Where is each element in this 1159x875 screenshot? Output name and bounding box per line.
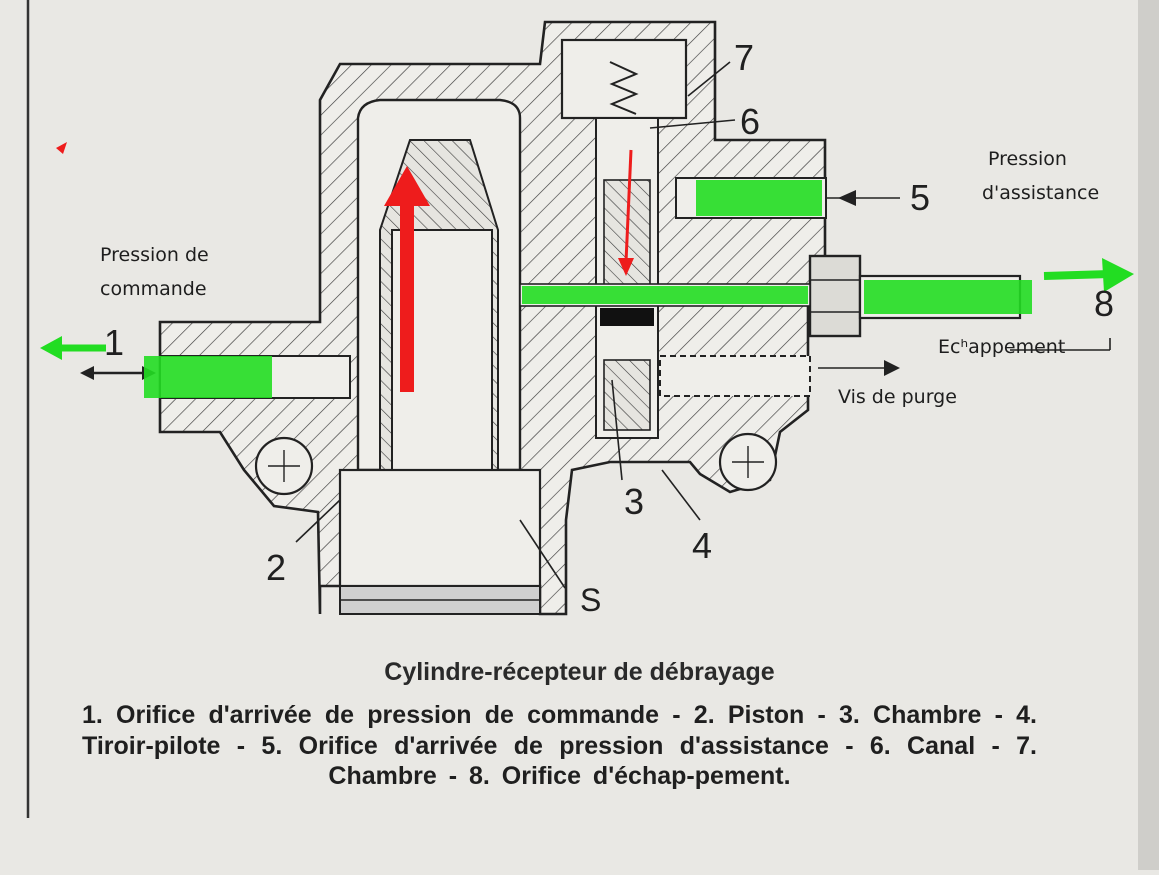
green-arrow-right: [1043, 258, 1134, 292]
callout-8: 8: [1094, 283, 1115, 324]
highlight-channel: [522, 286, 808, 304]
spool-block: [600, 308, 654, 326]
exhaust-nut: [808, 254, 862, 338]
mount-hole-left: [254, 436, 314, 496]
callout-4: 4: [692, 525, 713, 566]
purge-arrow: [884, 360, 900, 376]
callout-1: 1: [104, 322, 125, 363]
label-pression-commande-1: Pression de: [100, 244, 209, 266]
purge-bore: [659, 355, 811, 397]
callout-7: 7: [734, 37, 755, 78]
green-arrow-left: [40, 336, 106, 360]
pilot-valve-lower: [603, 359, 651, 431]
label-s: S: [580, 582, 602, 618]
label-pression-commande-2: commande: [100, 278, 207, 300]
figure-caption: 1. Orifice d'arrivée de pression de comm…: [82, 701, 1037, 790]
label-pression-assistance-1: Pression: [988, 148, 1067, 170]
highlight-assist: [696, 180, 822, 216]
red-marker: [56, 142, 67, 154]
callout-2: 2: [266, 547, 287, 588]
red-arrow-piston: [384, 166, 430, 392]
leader-lines: [295, 61, 1111, 589]
piston-stem: [391, 229, 493, 471]
figure-title: Cylindre-récepteur de débrayage: [384, 658, 775, 686]
highlight-inlet: [144, 356, 272, 398]
spring: [609, 61, 639, 115]
callout-6: 6: [740, 101, 761, 142]
red-arrow-canal: [618, 149, 634, 276]
page-edge-shadow: [1138, 0, 1159, 870]
callout-5: 5: [910, 177, 931, 218]
mount-hole-right: [718, 432, 778, 492]
highlight-exhaust-pipe: [864, 280, 1032, 314]
label-vis-de-purge: Vis de purge: [838, 386, 957, 408]
lower-bore: [338, 468, 542, 588]
label-echappement: Ecʰappement: [938, 336, 1066, 358]
assist-arrow: [838, 190, 856, 206]
callout-3: 3: [624, 481, 645, 522]
label-pression-assistance-2: d'assistance: [982, 182, 1100, 204]
